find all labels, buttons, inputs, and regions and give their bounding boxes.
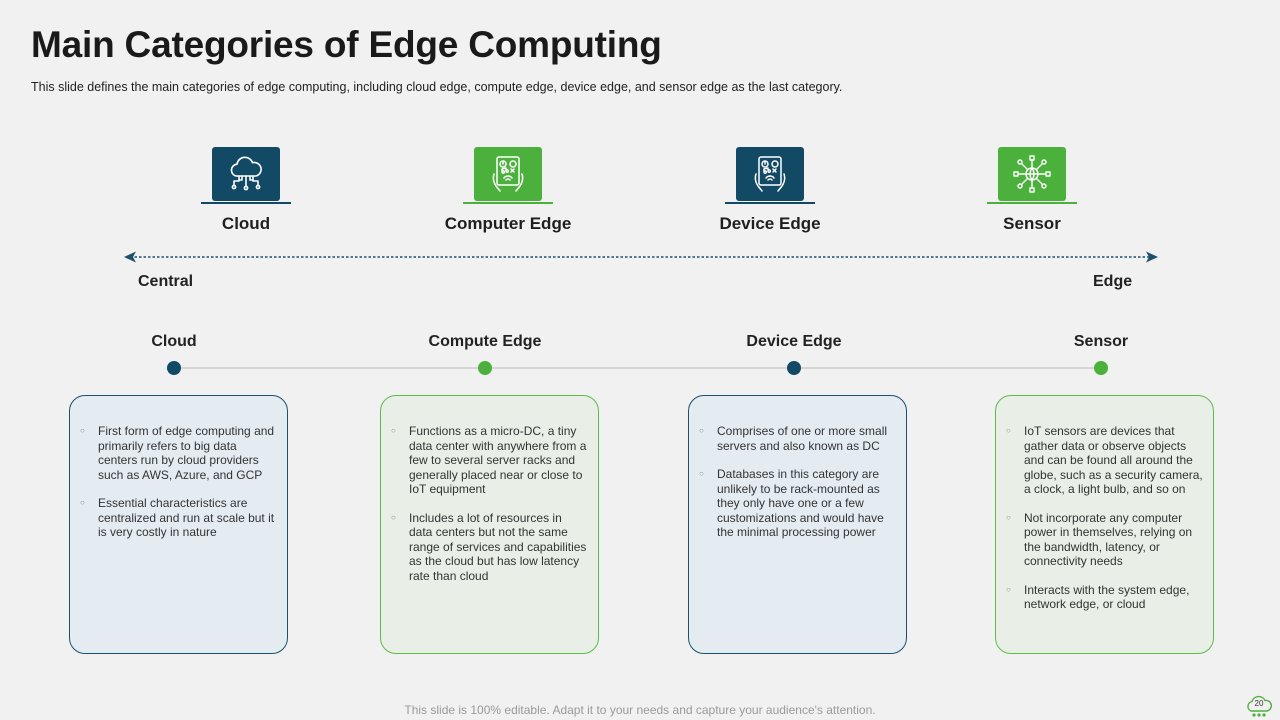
top-icon-label: Device Edge [719,214,821,233]
axis-left-label: Central [138,273,194,290]
axis-right-label: Edge [1093,273,1133,290]
bullet-item: Not incorporate any computer power in th… [1006,511,1203,569]
timeline-dot [478,361,492,375]
page-subtitle: This slide defines the main categories o… [31,80,843,94]
bullet-item: Comprises of one or more small servers a… [699,424,896,453]
page-number: 20 [1254,699,1264,708]
timeline-dot [1094,361,1108,375]
page-title: Main Categories of Edge Computing [31,24,662,65]
cloud-badge-icon [1247,695,1273,717]
card-compute-edge: Functions as a micro-DC, a tiny data cen… [380,395,599,654]
bullet-item: IoT sensors are devices that gather data… [1006,424,1203,497]
icon-underline [463,202,553,204]
card-cloud: First form of edge computing and primari… [69,395,288,654]
bullet-item: Functions as a micro-DC, a tiny data cen… [391,424,588,497]
timeline-dot [167,361,181,375]
card-sensor: IoT sensors are devices that gather data… [995,395,1214,654]
category-label-cloud: Cloud [151,333,197,350]
timeline-line [174,367,1102,369]
top-icon-device-edge: Device Edge [680,147,860,234]
timeline-dot [787,361,801,375]
top-icon-label: Cloud [221,214,271,233]
bullet-item: First form of edge computing and primari… [80,424,277,482]
bullet-item: Databases in this category are unlikely … [699,467,896,540]
central-edge-arrow [122,248,1162,266]
tablet-touch-icon [474,147,542,201]
tablet-touch-icon [736,147,804,201]
bullet-item: Includes a lot of resources in data cent… [391,511,588,584]
footer-note: This slide is 100% editable. Adapt it to… [404,703,876,717]
bullet-item: Essential characteristics are centralize… [80,496,277,540]
category-label-compute-edge: Compute Edge [428,333,542,350]
category-label-device-edge: Device Edge [746,333,842,350]
cloud-circuit-icon [212,147,280,201]
top-icon-cloud: Cloud [156,147,336,234]
icon-underline [201,202,291,204]
top-icon-label: Computer Edge [444,214,572,233]
top-icon-sensor: Sensor [942,147,1122,234]
page-number-badge: 20 [1244,694,1274,718]
top-icon-computer-edge: Computer Edge [418,147,598,234]
card-device-edge: Comprises of one or more small servers a… [688,395,907,654]
globe-network-icon [998,147,1066,201]
icon-underline [987,202,1077,204]
icon-underline [725,202,815,204]
category-label-sensor: Sensor [1073,333,1129,350]
bullet-item: Interacts with the system edge, network … [1006,583,1203,612]
top-icon-label: Sensor [1003,214,1061,233]
